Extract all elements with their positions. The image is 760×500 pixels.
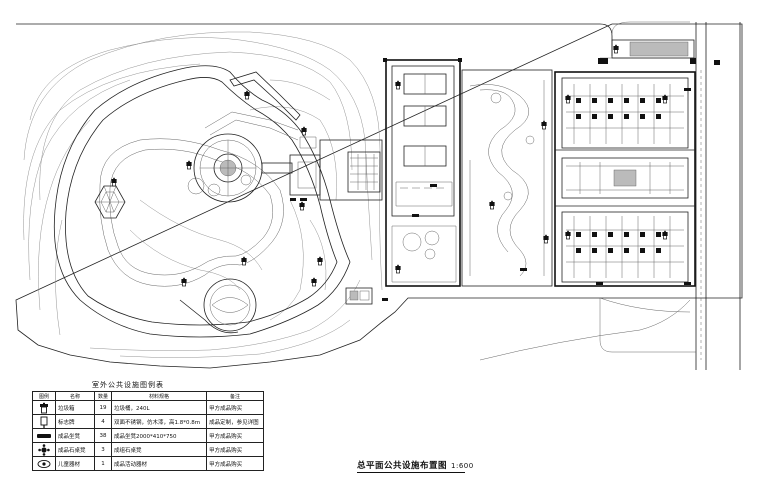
plan-title-text: 总平面公共设施布置图 (357, 461, 448, 471)
legend-note: 甲方成品购买 (206, 456, 264, 471)
legend-header-name: 名称 (55, 391, 95, 401)
legend-qty: 3 (94, 442, 112, 457)
legend-qty: 1 (94, 456, 112, 471)
legend-qty: 4 (94, 414, 112, 429)
outer-path (53, 65, 351, 338)
legend-table: 图例 名称 数量 材料规格 备注 垃圾箱 19 垃圾桶，240L 甲方成品购买 … (32, 391, 264, 471)
legend-row: 成品石桌凳 3 成组石桌凳 甲方成品购买 (32, 442, 264, 457)
legend-row: 儿童器材 1 成品活动器材 甲方成品购买 (32, 456, 264, 471)
legend-name: 垃圾箱 (55, 400, 95, 415)
bench-icon (37, 433, 51, 438)
legend-note: 甲方成品购买 (206, 442, 264, 457)
legend-qty: 38 (94, 428, 112, 443)
terrain-contours (23, 31, 383, 358)
legend-row: 标志牌 4 双面不锈钢，仿木漆，高1.8*0.8m 成品定制，参见详图 (32, 414, 264, 429)
service-building (345, 287, 373, 305)
legend-header-spec: 材料规格 (110, 391, 208, 401)
legend-name: 标志牌 (55, 414, 95, 429)
legend-header-qty: 数量 (94, 391, 112, 401)
plan-scale: 1:600 (451, 462, 474, 470)
trash-bin-symbols (110, 44, 669, 287)
west-building-block (383, 58, 462, 287)
legend-note: 成品定制，参见详图 (206, 414, 264, 429)
inner-path (99, 138, 284, 287)
legend-name: 成品石桌凳 (55, 442, 95, 457)
legend-spec: 双面不锈钢，仿木漆，高1.8*0.8m (110, 414, 208, 429)
hexagon-pavilion (94, 185, 126, 219)
entrance-building (611, 39, 695, 59)
legend-header-icon: 图例 (32, 391, 56, 401)
south-circular-garden (179, 278, 257, 334)
signboard-icon (40, 416, 48, 428)
title-underline (357, 472, 465, 473)
legend-row: 垃圾箱 19 垃圾桶，240L 甲方成品购买 (32, 400, 264, 415)
legend-header-note: 备注 (206, 391, 264, 401)
road-east (598, 21, 741, 370)
legend-name: 成品坐凳 (55, 428, 95, 443)
legend-note: 甲方成品购买 (206, 428, 264, 443)
legend-qty: 19 (94, 400, 112, 415)
stone-table-icon (38, 443, 50, 456)
trash-bin-icon (40, 402, 48, 413)
east-building-block (554, 71, 696, 287)
central-plaza (187, 133, 293, 203)
water-garden (461, 69, 553, 287)
central-pavilion-building (289, 136, 383, 201)
legend-spec: 成品活动器材 (110, 456, 208, 471)
site-boundary (15, 23, 743, 369)
legend-header-row: 图例 名称 数量 材料规格 备注 (32, 391, 264, 401)
legend-spec: 成组石桌凳 (110, 442, 208, 457)
legend-row: 成品坐凳 38 成品坐凳2000*410*750 甲方成品购买 (32, 428, 264, 443)
bench-symbols (300, 88, 691, 301)
south-lawn (479, 297, 691, 361)
legend-spec: 成品坐凳2000*410*750 (110, 428, 208, 443)
legend-title: 室外公共设施图例表 (92, 381, 164, 389)
legend-spec: 垃圾桶，240L (110, 400, 208, 415)
legend-note: 甲方成品购买 (206, 400, 264, 415)
play-equipment-icon (37, 459, 51, 468)
legend-name: 儿童器材 (55, 456, 95, 471)
ramp-paths (204, 71, 301, 141)
